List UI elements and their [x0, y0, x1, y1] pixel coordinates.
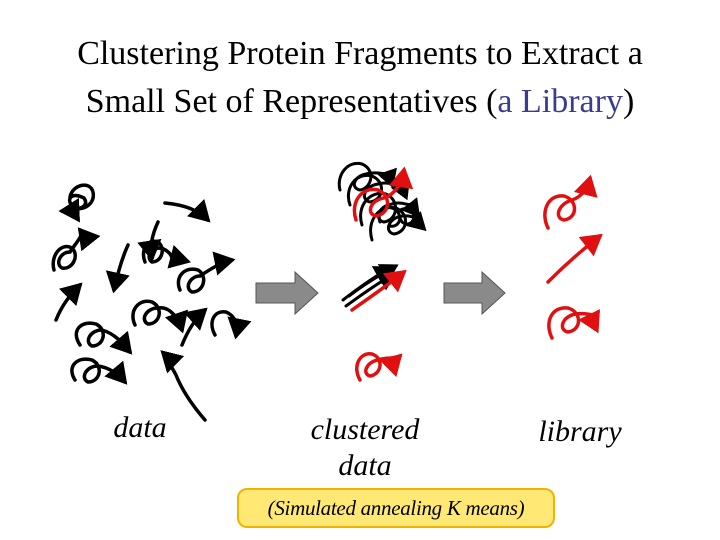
fragment-curl — [74, 321, 133, 355]
fragment-hook — [160, 350, 207, 422]
fragment-curl — [131, 299, 189, 334]
label-data: data — [113, 411, 167, 444]
fragment-stick — [105, 243, 130, 294]
title-line-1: Clustering Protein Fragments to Extract … — [77, 35, 643, 72]
label-library: library — [538, 415, 622, 448]
cluster-representative-stick — [350, 269, 407, 312]
clustered-fragments — [337, 161, 427, 382]
title-line-2-end: ) — [622, 83, 635, 120]
library-curl — [543, 174, 598, 230]
fragment-curl — [51, 227, 101, 272]
cluster-representative-curl — [352, 166, 414, 222]
fragment-curl — [396, 207, 416, 226]
fragment-curl — [176, 251, 236, 294]
fragment-curl — [337, 161, 397, 192]
fragment-curl — [210, 310, 252, 340]
label-clustered-line-2: data — [338, 449, 392, 482]
fragment-arc — [163, 198, 211, 223]
title-line-2-start: Small Set of Representatives ( — [85, 83, 498, 120]
label-clustered-line-1: clustered — [310, 413, 420, 446]
fragment-arc — [180, 307, 208, 347]
arrow-to-clustered — [255, 270, 319, 316]
fragment-curl — [141, 239, 192, 269]
data-fragments — [51, 183, 252, 422]
fragment-curl — [359, 191, 421, 227]
fragment-curl — [70, 357, 128, 385]
title-line-2: Small Set of Representatives (a Library) — [0, 78, 720, 126]
fragment-curl — [58, 183, 96, 223]
cluster-curls — [337, 161, 427, 242]
fragment-arc — [54, 282, 83, 322]
fragment-stick — [347, 264, 399, 298]
slide-title: Clustering Protein Fragments to Extract … — [0, 30, 720, 126]
process-arrows — [255, 270, 506, 316]
title-accent-library: a Library — [497, 83, 623, 120]
library-curl — [547, 306, 600, 340]
fragment-stick — [137, 220, 162, 262]
label-clustered-data: clustered data — [290, 412, 440, 484]
library-stick — [546, 233, 603, 284]
cluster-single-curl — [355, 352, 403, 382]
library-fragments — [543, 174, 603, 340]
method-note: (Simulated annealing K means) — [237, 488, 555, 528]
arrow-to-library — [443, 270, 506, 316]
